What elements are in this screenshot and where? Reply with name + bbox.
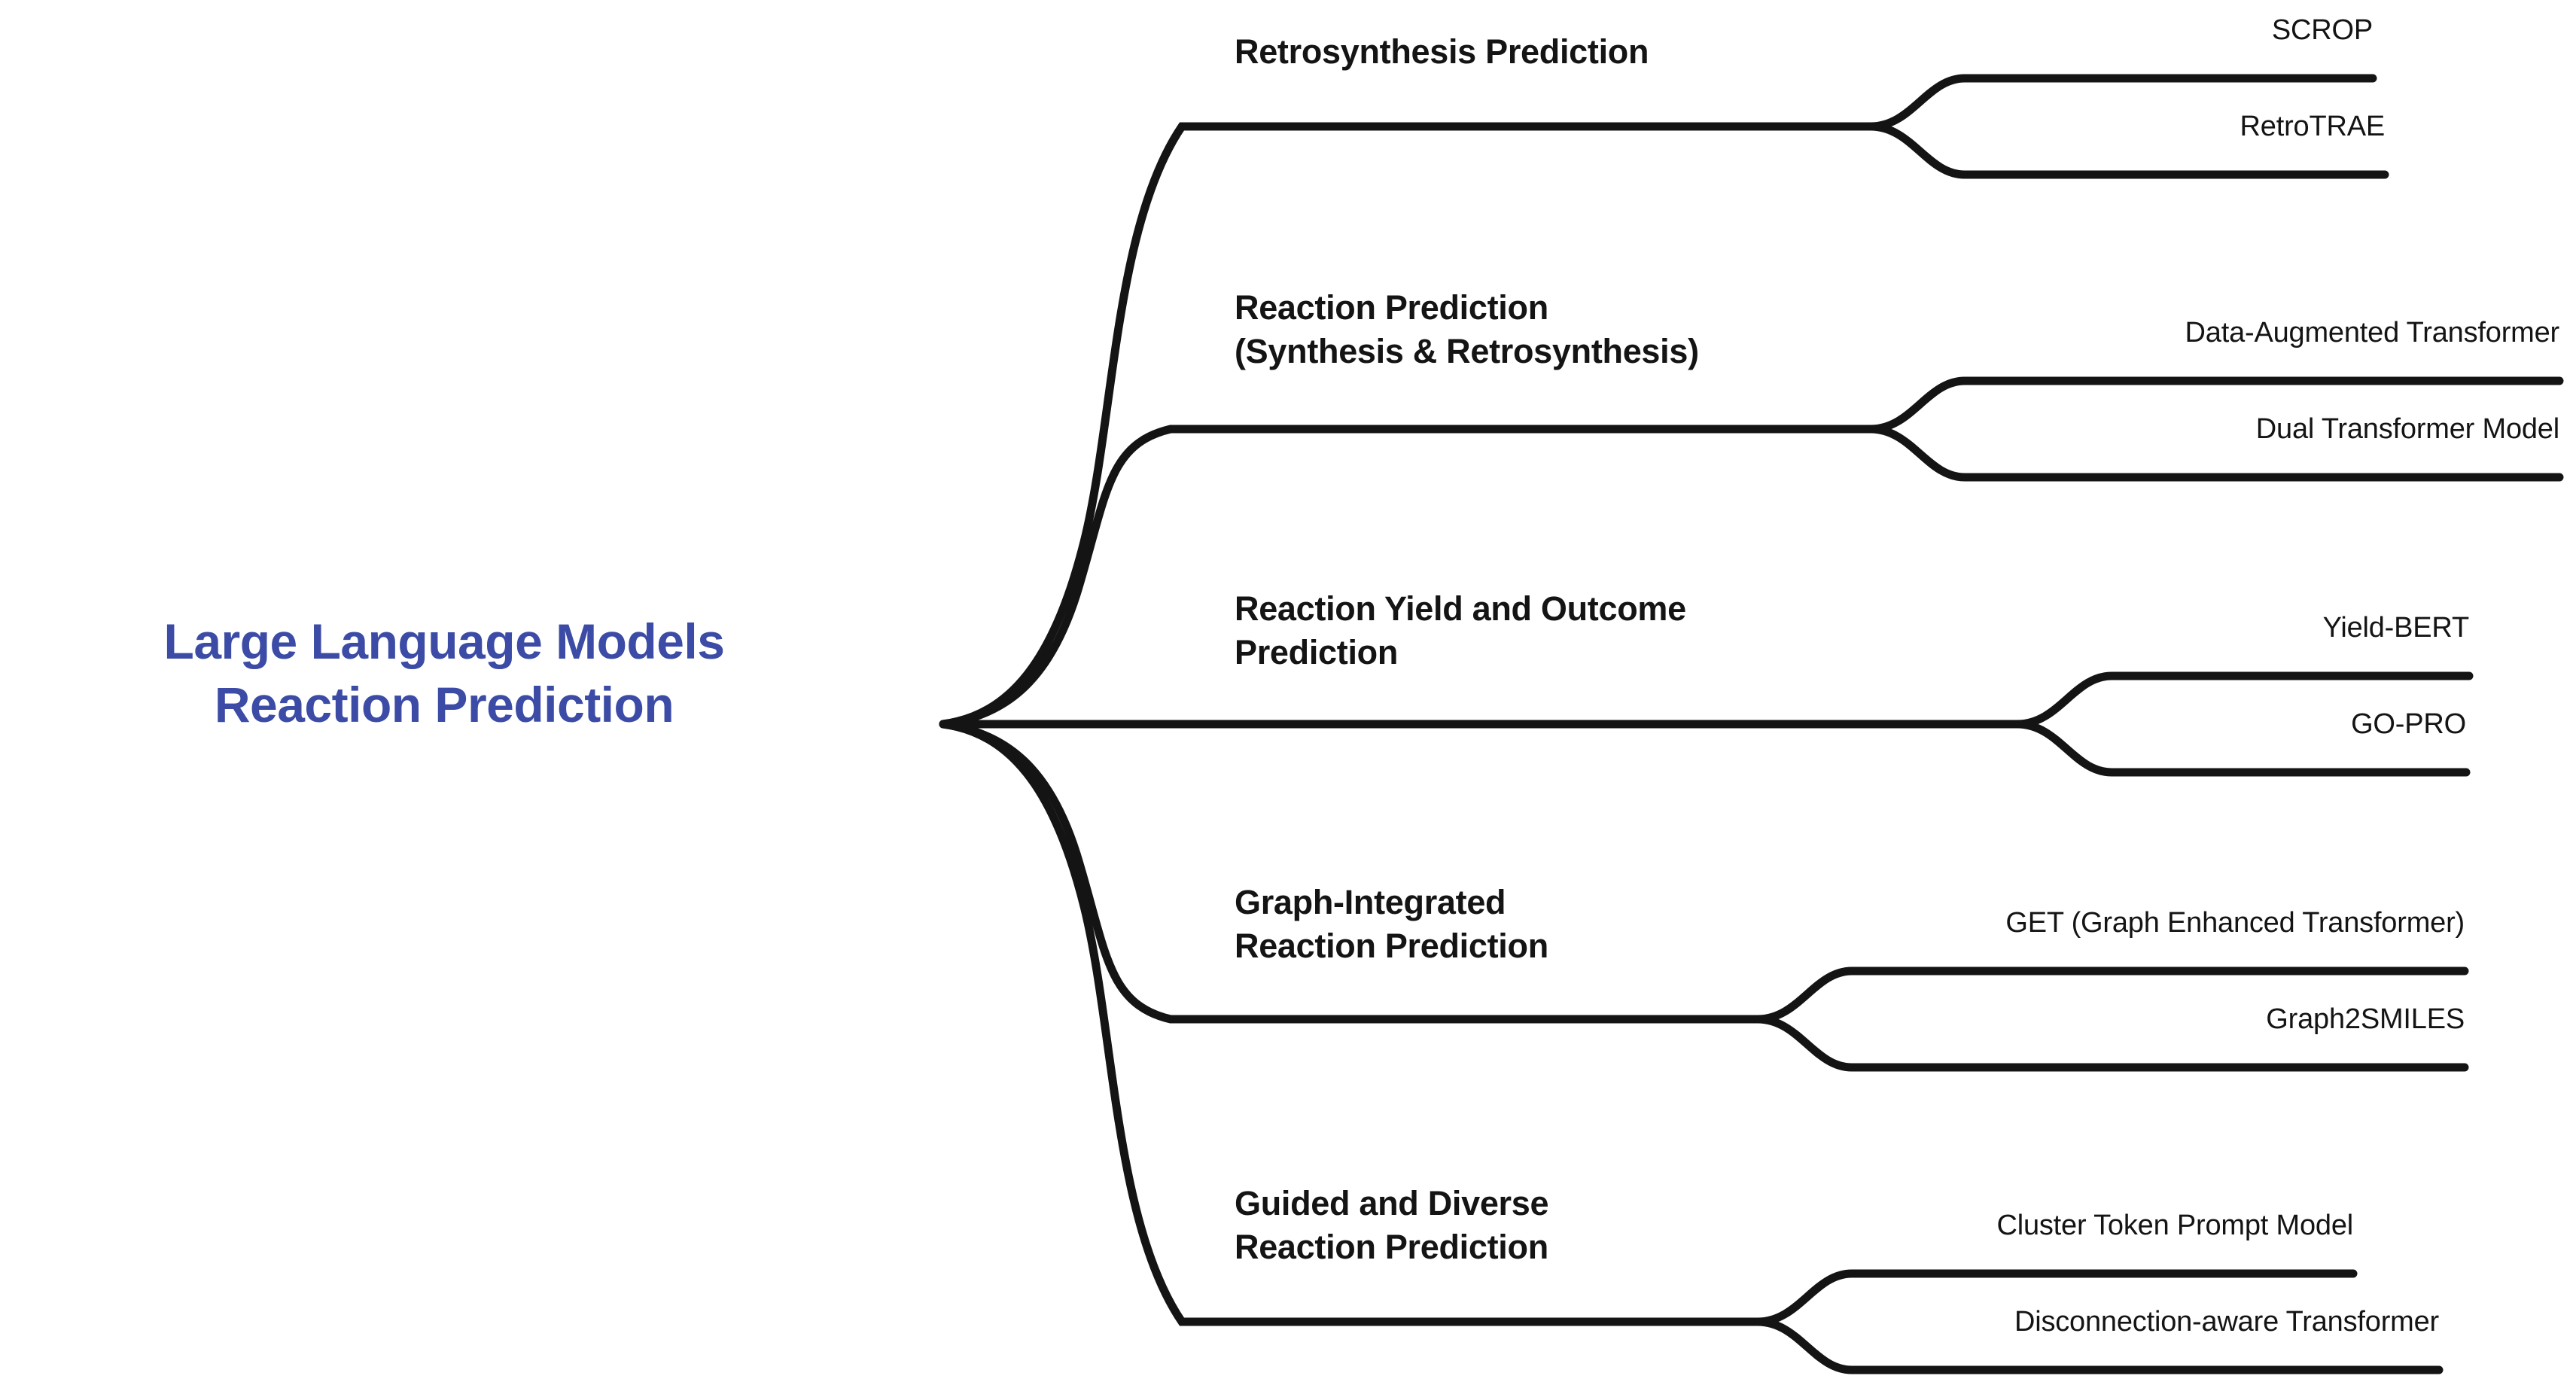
root-title-line-2: Reaction Prediction — [214, 677, 674, 733]
edge-branch-3-leaf-1 — [2013, 671, 2474, 729]
leaf-label-yield-bert[interactable]: Yield-BERT — [2322, 612, 2470, 644]
leaf-label-disconnection-aware-transformer[interactable]: Disconnection-aware Transformer — [2014, 1306, 2439, 1338]
edge-root-to-branch-4 — [939, 720, 1762, 1024]
leaf-label-data-augmented-transformer[interactable]: Data-Augmented Transformer — [2185, 317, 2560, 349]
edge-branch-2-leaf-2 — [1866, 425, 2564, 482]
leaf-label-go-pro[interactable]: GO-PRO — [2351, 708, 2466, 740]
branch-label-graph-integrated-reaction-prediction[interactable]: Graph-Integrated Reaction Prediction — [1235, 883, 1548, 965]
edge-branch-4-leaf-1 — [1753, 966, 2469, 1024]
branch-label-reaction-yield-and-outcome-prediction[interactable]: Reaction Yield and Outcome Prediction — [1235, 589, 1686, 671]
edge-branch-5-leaf-2 — [1753, 1317, 2444, 1374]
branch-label-retrosynthesis-prediction[interactable]: Retrosynthesis Prediction — [1235, 32, 1649, 71]
branch-label-reaction-prediction[interactable]: Reaction Prediction (Synthesis & Retrosy… — [1235, 288, 1699, 370]
edge-branch-4-leaf-2 — [1753, 1015, 2469, 1072]
root-node[interactable]: Large Language Models Reaction Predictio… — [0, 610, 888, 737]
edge-root-to-branch-5 — [939, 720, 1762, 1326]
edge-branch-1-leaf-2 — [1866, 122, 2389, 179]
leaf-label-dual-transformer-model[interactable]: Dual Transformer Model — [2255, 413, 2559, 445]
leaf-label-graph2smiles[interactable]: Graph2SMILES — [2266, 1003, 2465, 1035]
edge-root-to-branch-1 — [939, 122, 1875, 729]
leaf-label-retrotrae[interactable]: RetroTRAE — [2240, 111, 2386, 142]
branch-label-guided-and-diverse-reaction-prediction[interactable]: Guided and Diverse Reaction Prediction — [1235, 1184, 1549, 1266]
edge-branch-3-leaf-2 — [2013, 720, 2471, 777]
leaf-label-get-graph-enhanced-transformer[interactable]: GET (Graph Enhanced Transformer) — [2005, 907, 2465, 939]
edge-branch-5-leaf-1 — [1753, 1269, 2358, 1326]
leaf-label-scrop[interactable]: SCROP — [2271, 14, 2373, 46]
leaf-label-cluster-token-prompt-model[interactable]: Cluster Token Prompt Model — [1996, 1210, 2353, 1241]
root-title-line-1: Large Language Models — [163, 613, 725, 669]
edge-branch-1-leaf-1 — [1866, 74, 2377, 131]
edge-branch-2-leaf-1 — [1866, 376, 2564, 434]
edge-root-to-branch-2 — [939, 425, 1875, 729]
